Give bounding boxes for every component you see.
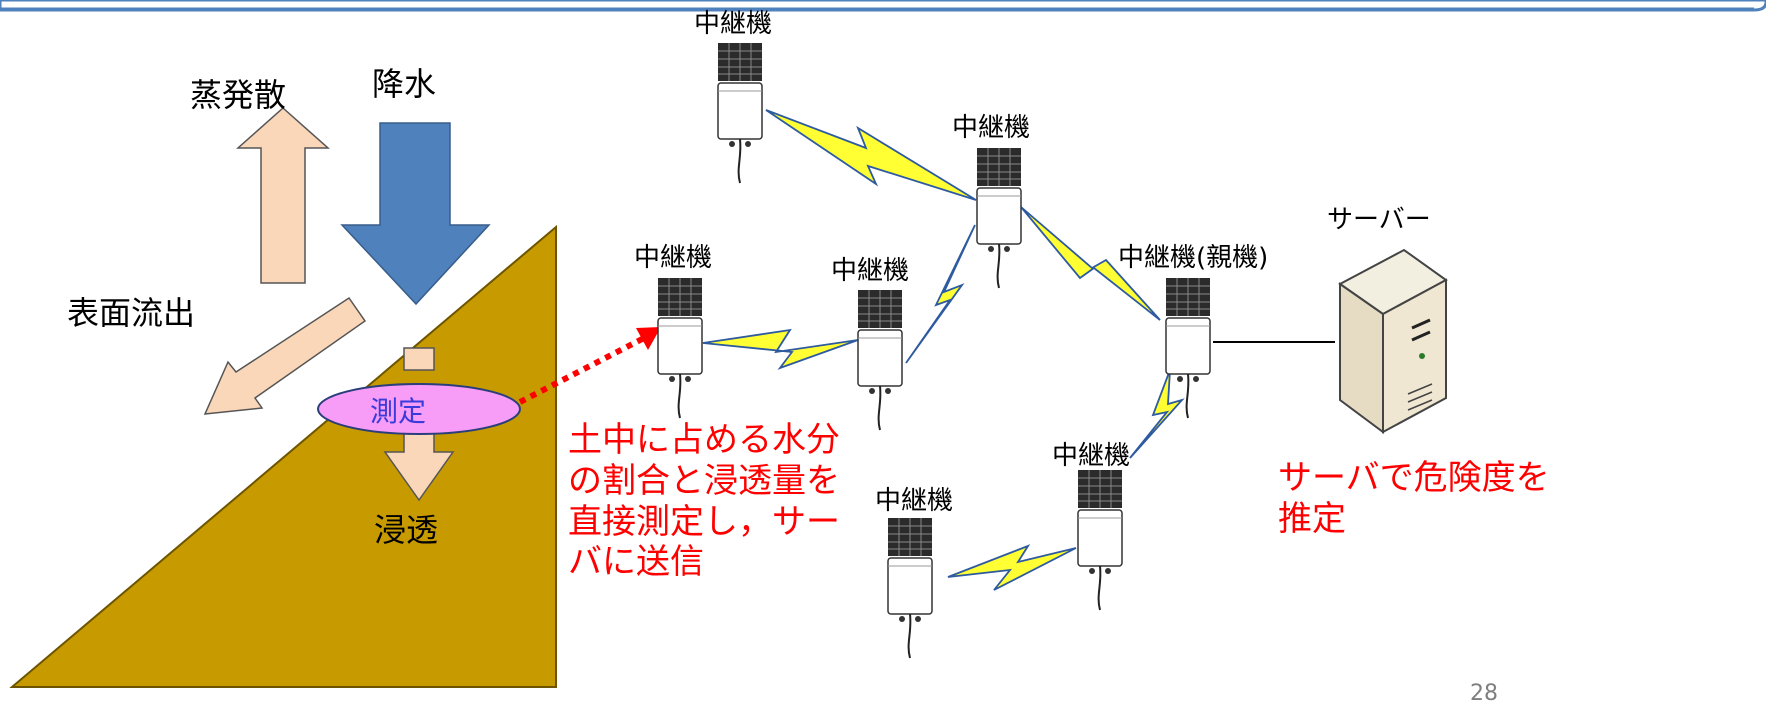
precipitation-label: 降水 bbox=[372, 65, 437, 103]
server-label: サーバー bbox=[1327, 205, 1431, 235]
relay-label-bottom: 中継機 bbox=[875, 486, 954, 516]
slope-ground bbox=[9, 224, 557, 688]
surface-runoff-arrow bbox=[203, 296, 367, 415]
evapotranspiration-label: 蒸発散 bbox=[190, 76, 287, 114]
relay-label-left: 中継機 bbox=[634, 243, 713, 273]
infiltration-label: 浸透 bbox=[374, 511, 439, 549]
relay-device-top bbox=[717, 42, 763, 184]
server-note: サーバで危険度を推定 bbox=[1278, 458, 1550, 539]
server-icon bbox=[1338, 248, 1448, 434]
surface-runoff-label: 表面流出 bbox=[67, 294, 196, 332]
relay-device-upper-mid bbox=[976, 147, 1022, 289]
measurement-ellipse bbox=[317, 383, 521, 435]
relay-device-left bbox=[657, 277, 703, 419]
evapotranspiration-arrow bbox=[236, 106, 330, 284]
precipitation-arrow bbox=[340, 122, 491, 306]
relay-label-top: 中継機 bbox=[694, 9, 773, 39]
data-send-arrow bbox=[518, 333, 650, 405]
relay-label-lower-right: 中継機 bbox=[1052, 441, 1131, 471]
relay-label-upper-mid: 中継機 bbox=[952, 113, 1031, 143]
relay-device-bottom bbox=[887, 517, 933, 659]
relay-device-parent bbox=[1165, 277, 1211, 419]
relay-device-center bbox=[857, 289, 903, 431]
relay-label-center: 中継機 bbox=[831, 256, 910, 286]
relay-label-parent: 中継機(親機) bbox=[1118, 243, 1269, 273]
measurement-label: 測定 bbox=[370, 395, 427, 428]
measure-note: 土中に占める水分の割合と浸透量を直接測定し，サーバに送信 bbox=[568, 420, 840, 583]
page-number: 28 bbox=[1470, 681, 1498, 706]
relay-device-lower-right bbox=[1077, 469, 1123, 611]
wireless-links bbox=[702, 109, 1185, 591]
